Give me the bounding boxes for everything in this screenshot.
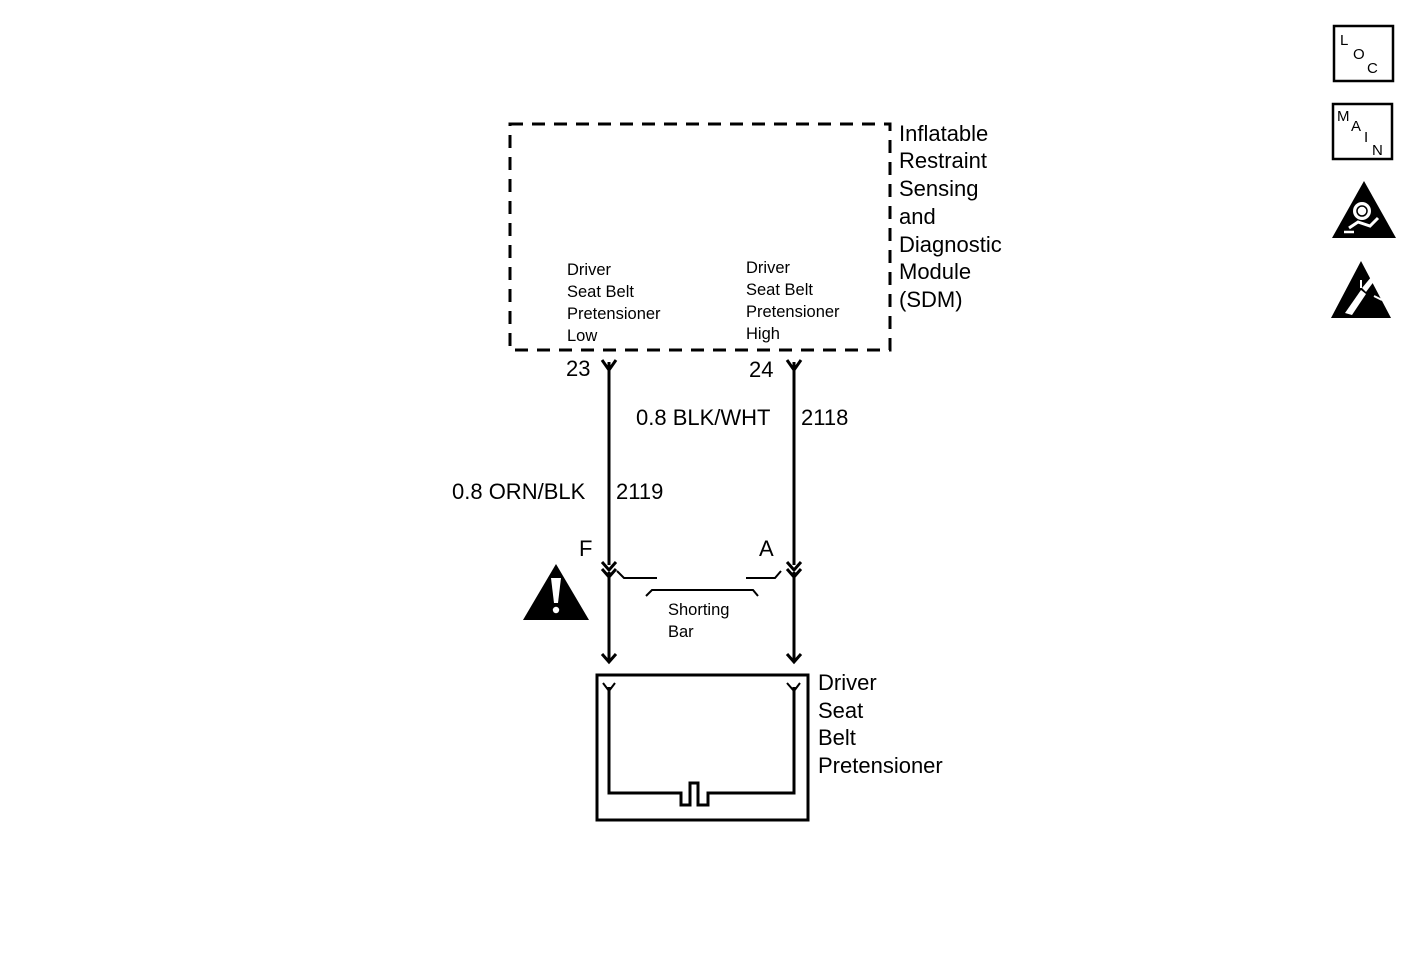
pretensioner-name: Driver Seat Belt Pretensioner [818,670,943,778]
sdm-name-line: Module [899,259,971,284]
airbag-caution-icon[interactable] [1332,181,1396,238]
wire-2118-circuit-label: 2118 [801,405,848,430]
function-label-line: Pretensioner [746,303,840,321]
sdm-pin-24-label: 24 [749,357,773,382]
location-view-icon[interactable]: L O C [1332,24,1395,83]
terminal-a-label: A [759,536,774,561]
pretensioner-internal-circuit [602,682,801,807]
sdm-right-function-label: Driver Seat Belt Pretensioner High [746,259,840,343]
function-label-line: Pretensioner [567,305,661,323]
pretensioner-name-line: Seat [818,698,863,723]
sdm-name-line: Inflatable [899,121,988,146]
main-schematic-icon[interactable]: M A I N [1331,102,1394,161]
function-label-line: Seat Belt [746,281,813,299]
circuit-2118-wire[interactable] [785,359,803,665]
pretensioner-component-box[interactable] [595,673,810,822]
function-label-line: Low [567,327,597,345]
sdm-left-function-label: Driver Seat Belt Pretensioner Low [567,261,661,345]
circuit-2119-wire[interactable] [600,359,618,665]
shorting-bar-label-line: Shorting [668,601,729,619]
wire-2118-color-label: 0.8 BLK/WHT [636,405,770,430]
function-label-line: Driver [746,259,791,277]
function-label-line: Driver [567,261,612,279]
terminal-f-label: F [579,536,592,561]
shorting-bar[interactable] [616,570,782,597]
icon-letter: L [1340,32,1348,49]
icon-letter: A [1351,118,1361,135]
sdm-name-line: and [899,204,936,229]
wire-2119-color-label: 0.8 ORN/BLK [452,479,586,504]
icon-letter: O [1353,46,1365,63]
function-label-line: Seat Belt [567,283,634,301]
sdm-name-line: Diagnostic [899,232,1002,257]
sdm-name-line: (SDM) [899,287,963,312]
sdm-name-line: Sensing [899,176,979,201]
pretensioner-name-line: Belt [818,725,856,750]
function-label-line: High [746,325,780,343]
sdm-pin-23-label: 23 [566,356,590,381]
caution-triangle-icon[interactable] [523,564,589,620]
pretensioner-name-line: Driver [818,670,877,695]
icon-letter: M [1337,108,1350,125]
pretensioner-name-line: Pretensioner [818,753,943,778]
esd-sensitive-icon[interactable] [1331,261,1391,318]
icon-letter: C [1367,60,1378,77]
icon-letter: N [1372,142,1383,159]
shorting-bar-label-line: Bar [668,623,694,641]
sdm-module-name: Inflatable Restraint Sensing and Diagnos… [899,121,1002,312]
sdm-name-line: Restraint [899,148,987,173]
sdm-module-box[interactable] [508,122,892,352]
icon-letter: I [1364,129,1368,146]
wire-2119-circuit-label: 2119 [616,479,663,504]
